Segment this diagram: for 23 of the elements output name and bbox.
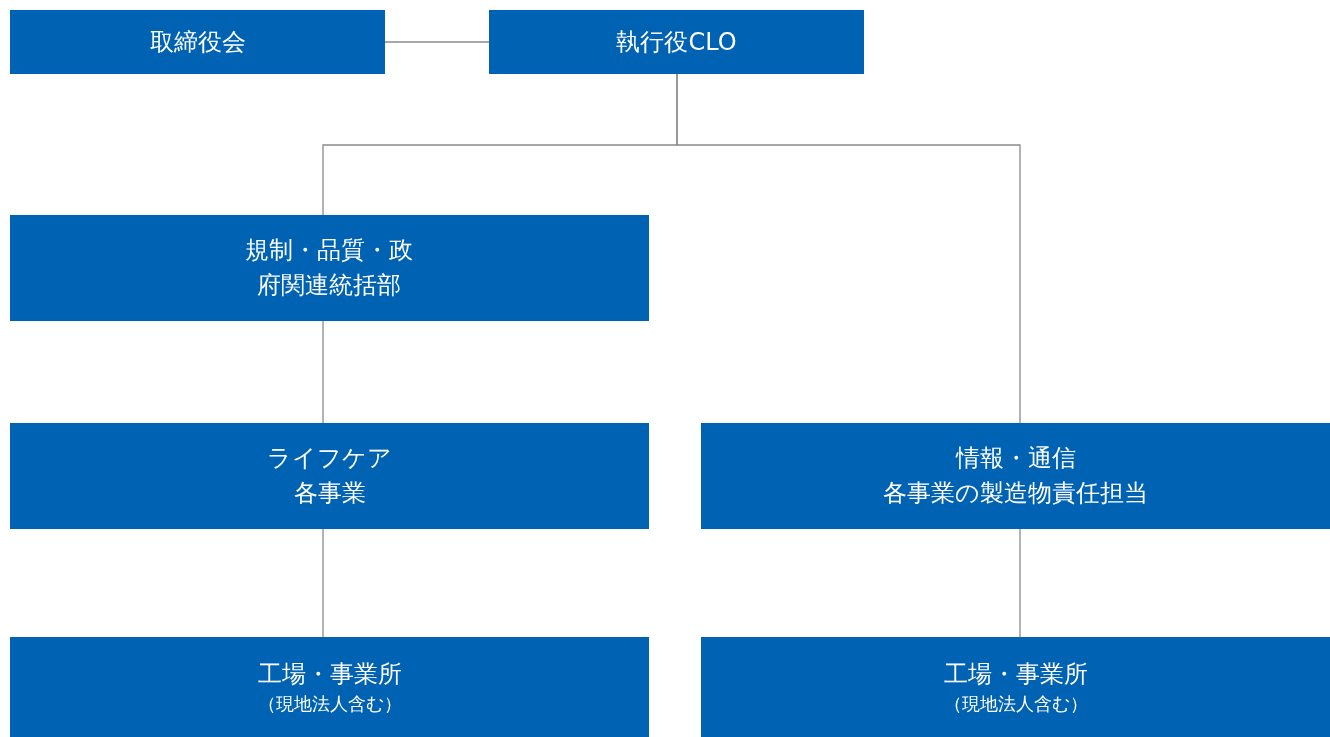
unit-label: 執行役CLO: [616, 26, 737, 58]
unit-label: （現地法人含む）: [257, 692, 402, 717]
unit-label: 各事業: [293, 478, 366, 509]
org-box: [10, 637, 649, 737]
connector-line: [322, 320, 324, 424]
org-box: [10, 215, 649, 321]
org-box: [10, 423, 649, 529]
unit-label: （現地法人含む）: [943, 692, 1088, 717]
unit-label: 情報・通信: [955, 443, 1076, 475]
org-box: [489, 10, 864, 74]
unit-label: 取締役会: [149, 26, 246, 58]
unit-label: 工場・事業所: [943, 658, 1088, 690]
connector-line: [676, 73, 1021, 424]
org-box: [701, 423, 1330, 529]
unit-label: 規制・品質・政府関連統括部: [244, 235, 415, 301]
org-box: [10, 10, 385, 74]
org-box: [701, 637, 1330, 737]
unit-label: 各事業の製造物責任担当: [883, 478, 1148, 509]
connector-line: [384, 41, 490, 43]
unit-label: 工場・事業所: [257, 658, 402, 690]
connector-line: [322, 528, 324, 638]
unit-label: ライフケア: [267, 443, 392, 475]
connector-line: [1019, 528, 1021, 638]
